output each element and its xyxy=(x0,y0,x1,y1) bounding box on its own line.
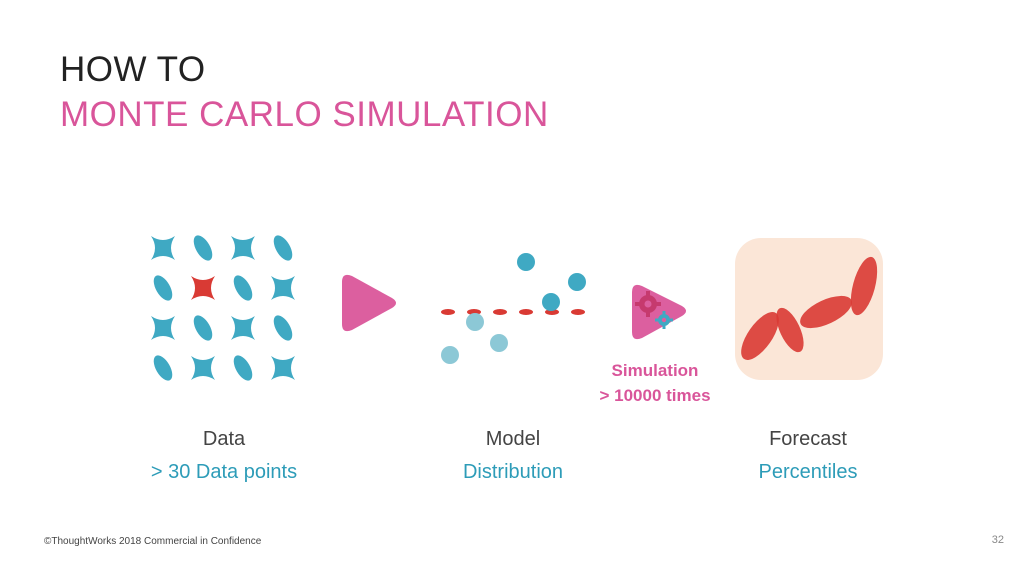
step-data-subtext: > 30 Data points xyxy=(150,461,298,483)
distribution-dot xyxy=(466,313,484,331)
play-arrow-icon xyxy=(632,284,686,340)
gear-icon xyxy=(635,291,661,317)
distribution-icon xyxy=(441,253,586,364)
play-arrow-icon xyxy=(342,274,396,332)
data-point-dash xyxy=(193,235,213,261)
data-point-x xyxy=(151,316,175,340)
page-number: 32 xyxy=(991,534,1004,546)
distribution-dot xyxy=(490,334,508,352)
distribution-dot xyxy=(517,253,535,271)
forecast-stroke xyxy=(741,312,779,360)
distribution-dot xyxy=(568,273,586,291)
forecast-stroke xyxy=(776,307,804,353)
distribution-dash xyxy=(441,309,455,315)
data-grid-icon xyxy=(151,235,295,381)
step-forecast: Forecast Percentiles xyxy=(688,428,928,484)
distribution-dot xyxy=(542,293,560,311)
data-point-x xyxy=(231,316,255,340)
title-line-1: HOW TO xyxy=(60,50,206,89)
data-point-x xyxy=(191,356,215,380)
data-point-dash xyxy=(193,315,213,341)
step-data-heading: Data xyxy=(202,428,246,450)
step-model-subtext: Distribution xyxy=(462,461,564,483)
data-point-dash xyxy=(233,275,253,301)
title-line-2: MONTE CARLO SIMULATION xyxy=(60,95,549,134)
step-model: Model Distribution xyxy=(393,428,633,484)
simulation-arrow xyxy=(632,284,686,340)
simulation-label-line-2: > 10000 times xyxy=(599,386,711,405)
step-model-heading: Model xyxy=(485,428,541,450)
data-point-dash xyxy=(233,355,253,381)
gear-icon xyxy=(655,311,673,329)
data-point-x xyxy=(151,236,175,260)
data-point-x xyxy=(231,236,255,260)
data-point-dash xyxy=(153,355,173,381)
forecast-chart-icon xyxy=(735,238,883,380)
distribution-dot xyxy=(441,346,459,364)
data-point-x-highlighted xyxy=(191,276,215,300)
distribution-dash xyxy=(493,309,507,315)
forecast-stroke xyxy=(800,295,852,329)
step-data: Data > 30 Data points xyxy=(104,428,344,484)
step-forecast-subtext: Percentiles xyxy=(758,461,858,483)
distribution-dash xyxy=(519,309,533,315)
forecast-stroke xyxy=(850,256,878,316)
step-forecast-heading: Forecast xyxy=(769,428,847,450)
simulation-label-line-1: Simulation xyxy=(611,361,699,380)
data-point-dash xyxy=(273,235,293,261)
footer-copyright: ©ThoughtWorks 2018 Commercial in Confide… xyxy=(44,536,262,547)
distribution-dash xyxy=(571,309,585,315)
data-point-x xyxy=(271,356,295,380)
simulation-label: Simulation > 10000 times xyxy=(560,358,750,408)
data-point-dash xyxy=(273,315,293,341)
data-point-dash xyxy=(153,275,173,301)
data-point-x xyxy=(271,276,295,300)
